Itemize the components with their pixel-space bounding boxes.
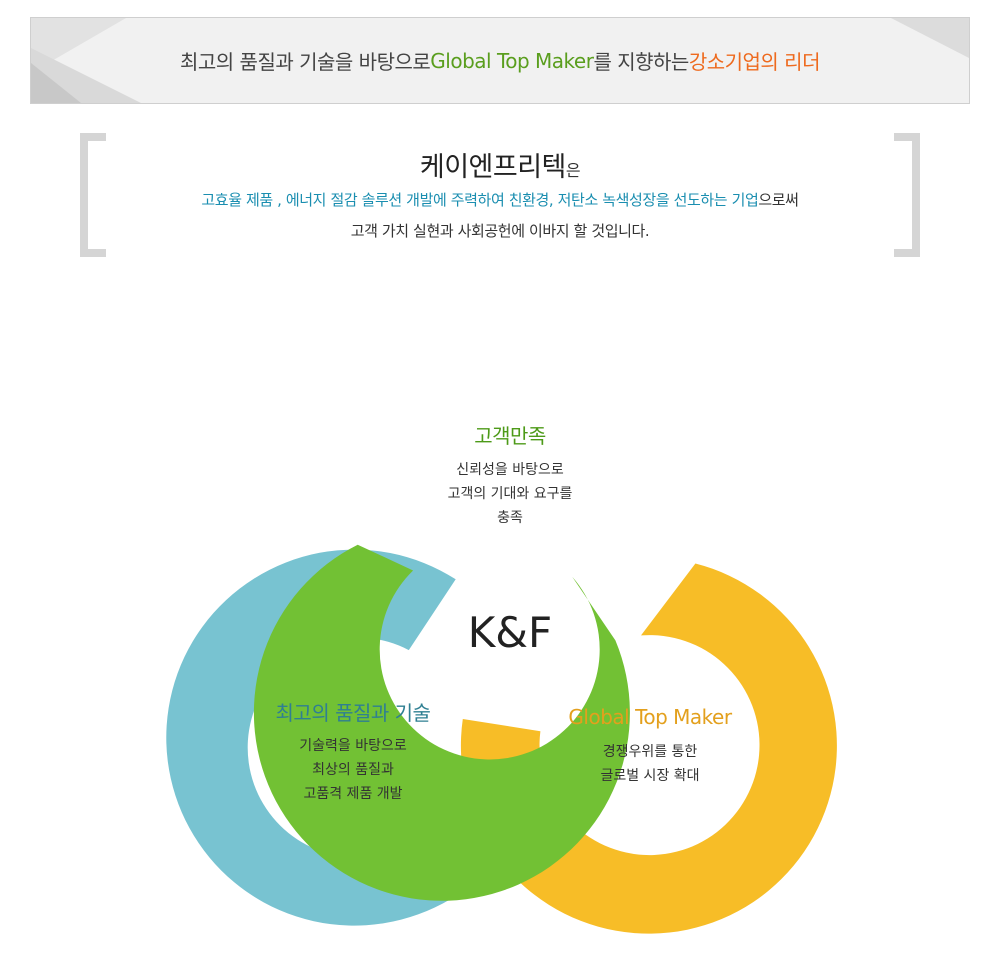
company-name: 케이엔프리텍 [419, 152, 567, 183]
ring-customer-satisfaction [253, 544, 630, 901]
intro-line-1: 고효율 제품 , 에너지 절감 솔루션 개발에 주력하여 친환경, 저탄소 녹색… [0, 189, 1000, 210]
satisfaction-description: 신뢰성을 바탕으로 고객의 기대와 요구를 충족 [410, 458, 610, 530]
quality-line: 기술력을 바탕으로 [299, 738, 407, 754]
banner-highlight-orange: 강소기업의 리더 [688, 50, 821, 74]
banner-text-mid: 를 지향하는 [593, 50, 689, 74]
intro-line-2: 고객 가치 실현과 사회공헌에 이바지 할 것입니다. [350, 222, 650, 240]
center-kf-label: K&F [467, 608, 553, 657]
company-suffix: 은 [565, 161, 581, 180]
global-title: Global Top Maker [568, 705, 732, 729]
quality-line: 고품격 제품 개발 [303, 786, 403, 802]
banner-highlight-green: Global Top Maker [430, 48, 594, 73]
satisfaction-line: 고객의 기대와 요구를 [447, 486, 573, 502]
banner-decoration [31, 18, 969, 103]
quality-description: 기술력을 바탕으로 최상의 품질과 고품격 제품 개발 [253, 734, 453, 806]
quality-title: 최고의 품질과 기술 [275, 701, 431, 725]
intro-line1-tail: 으로써 [758, 191, 799, 209]
global-line: 경쟁우위를 통한 [602, 744, 698, 760]
intro-company-title: 케이엔프리텍은 [0, 145, 1000, 184]
top-banner: 최고의 품질과 기술을 바탕으로 Global Top Maker 를 지향하는… [30, 17, 970, 104]
banner-text-start: 최고의 품질과 기술을 바탕으로 [180, 50, 431, 74]
satisfaction-line: 충족 [497, 510, 523, 526]
left-bracket [80, 133, 106, 257]
banner-slogan: 최고의 품질과 기술을 바탕으로 Global Top Maker 를 지향하는… [31, 18, 969, 103]
satisfaction-title: 고객만족 [474, 424, 546, 448]
quality-line: 최상의 품질과 [312, 762, 394, 778]
right-bracket [894, 133, 920, 257]
ring-quality-technology [166, 549, 492, 926]
satisfaction-line: 신뢰성을 바탕으로 [456, 462, 564, 478]
global-description: 경쟁우위를 통한 글로벌 시장 확대 [550, 740, 750, 788]
intro-line1-highlight: 고효율 제품 , 에너지 절감 솔루션 개발에 주력하여 친환경, 저탄소 녹색… [201, 191, 759, 209]
global-line: 글로벌 시장 확대 [600, 768, 700, 784]
